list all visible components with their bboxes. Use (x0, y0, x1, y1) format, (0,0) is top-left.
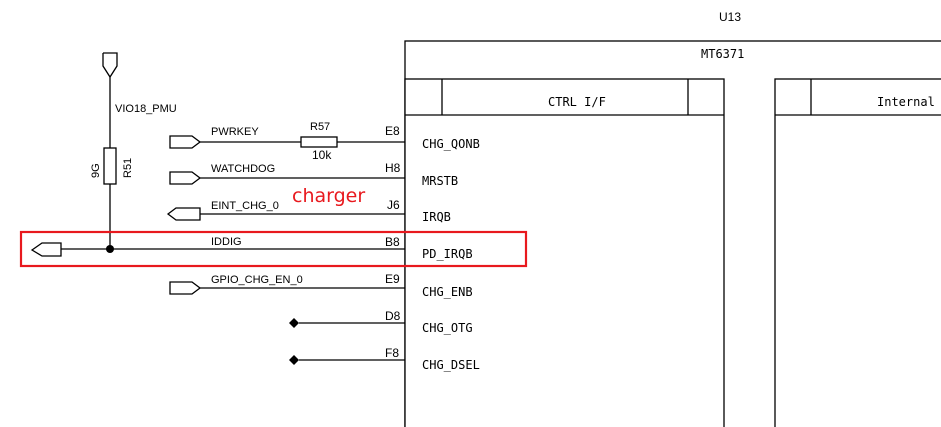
series-resistor-value: 10k (312, 148, 332, 162)
ball-d8: D8 (385, 309, 401, 323)
row-eint-chg (166, 207, 405, 221)
net-label-watchdog: WATCHDOG (211, 163, 275, 175)
ball-h8: H8 (385, 161, 401, 175)
series-resistor (300, 136, 338, 148)
row-chg-otg (289, 318, 405, 328)
vio18-power-symbol (102, 52, 118, 148)
internal-title: Internal (877, 95, 935, 109)
series-resistor-ref: R57 (310, 121, 330, 133)
ball-j6: J6 (387, 198, 400, 212)
power-rail-label: VIO18_PMU (115, 103, 177, 115)
output-port-eint-icon (166, 207, 201, 221)
row-pwrkey (169, 135, 405, 149)
ctrl-if-block: CTRL I/F (404, 78, 725, 427)
internal-block: Internal (774, 78, 941, 427)
row-watchdog (169, 171, 405, 185)
pin-irqb: IRQB (422, 210, 451, 224)
no-connect-diamond-icon (289, 355, 299, 365)
pin-pd-irqb: PD_IRQB (422, 247, 473, 261)
ball-e9: E9 (385, 272, 400, 286)
row-gpio-chg-en (169, 281, 405, 295)
chip-ref: U13 (719, 10, 741, 24)
row-chg-dsel (289, 355, 405, 365)
net-label-pwrkey: PWRKEY (211, 126, 259, 138)
pullup-resistor (103, 147, 117, 249)
ball-b8: B8 (385, 235, 400, 249)
ball-e8: E8 (385, 124, 400, 138)
input-port-watchdog-icon (169, 171, 202, 185)
pin-mrstb: MRSTB (422, 174, 458, 188)
net-label-iddig: IDDIG (211, 236, 242, 248)
input-port-pwrkey-icon (169, 135, 202, 149)
chip-part: MT6371 (701, 47, 744, 61)
ball-f8: F8 (385, 346, 399, 360)
pin-chg-enb: CHG_ENB (422, 285, 473, 299)
highlight-box (19, 230, 528, 268)
pin-chg-otg: CHG_OTG (422, 321, 473, 335)
output-port-iddig-icon (30, 242, 62, 257)
no-connect-diamond-icon (289, 318, 299, 328)
row-iddig (30, 242, 405, 257)
pullup-ref: R51 (122, 158, 134, 178)
input-port-gpio-icon (169, 281, 202, 295)
net-label-eint-chg: EINT_CHG_0 (211, 200, 279, 212)
charger-annotation: charger (292, 185, 365, 207)
pin-chg-dsel: CHG_DSEL (422, 358, 480, 372)
pullup-side-label: 9G (90, 163, 102, 178)
ctrl-if-title: CTRL I/F (548, 95, 606, 109)
pin-chg-qonb: CHG_QONB (422, 137, 480, 151)
net-label-gpio-chg-en: GPIO_CHG_EN_0 (211, 274, 303, 286)
